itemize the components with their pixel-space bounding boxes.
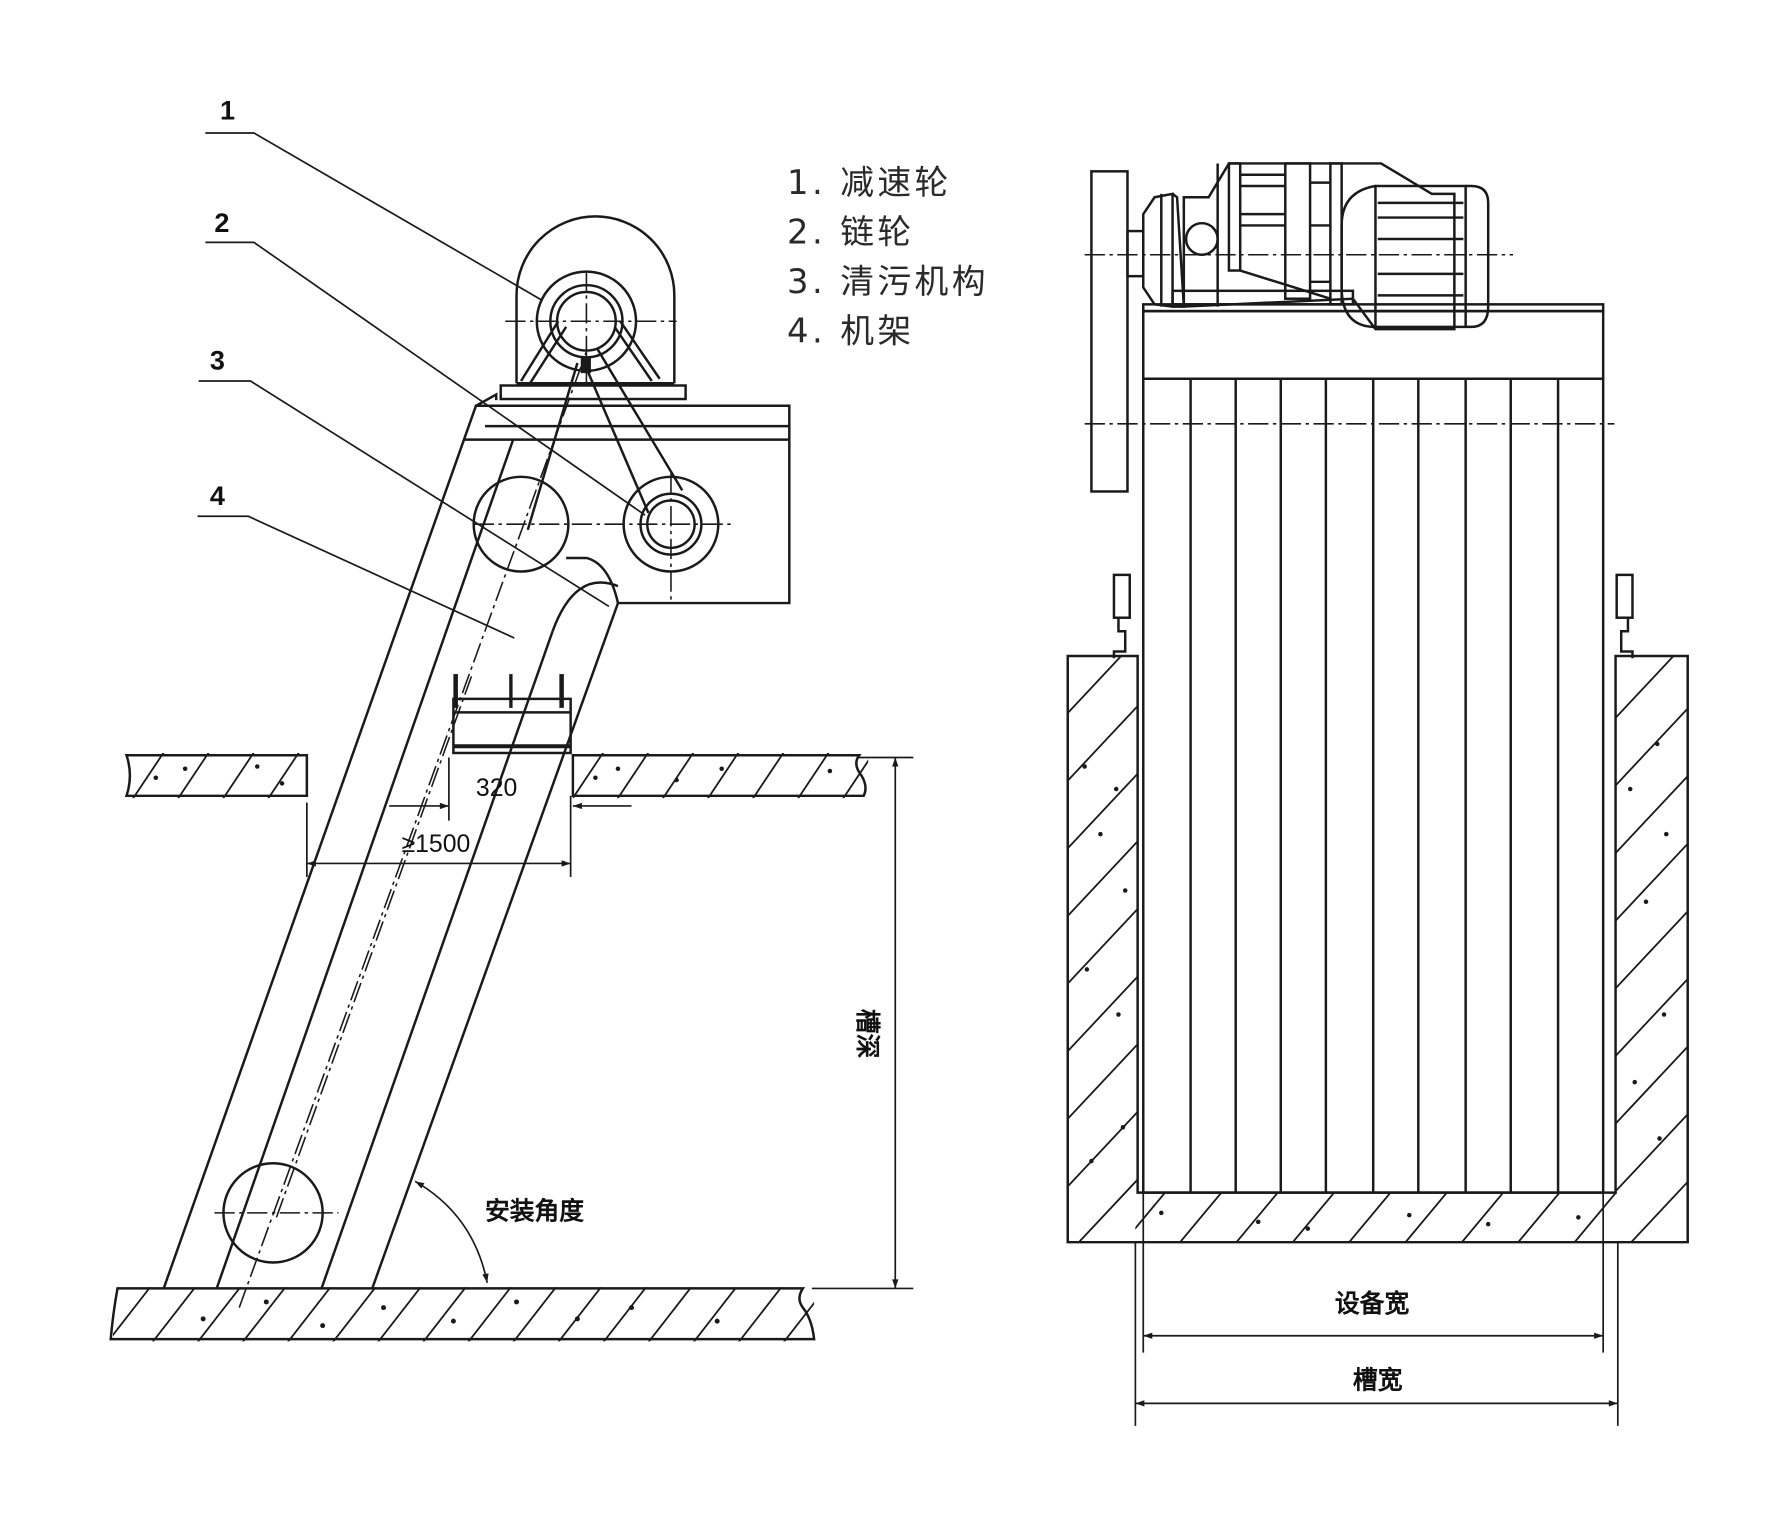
- callout-2: 2: [214, 208, 229, 238]
- legend-item-1: 1. 减速轮: [787, 163, 952, 202]
- install-angle-label: 安装角度: [485, 1197, 584, 1226]
- dimension-1500: [306, 795, 572, 877]
- dimension-320-label: 320: [476, 775, 517, 802]
- legend-item-4: 4. 机架: [787, 312, 915, 351]
- dimension-channel-width: [1134, 1242, 1619, 1426]
- left-bracket: [1112, 573, 1131, 659]
- lower-sprocket: [222, 1162, 324, 1264]
- legend-item-3: 3. 清污机构: [787, 262, 989, 301]
- right-floor-slab: [571, 752, 869, 799]
- reducer: [499, 215, 687, 531]
- callout-4: 4: [210, 481, 225, 511]
- sprocket: [622, 475, 720, 573]
- upper-idler-wheel: [472, 475, 570, 573]
- callout-1: 1: [220, 95, 235, 125]
- legend-item-2: 2. 链轮: [787, 212, 915, 251]
- dimension-320: [389, 757, 632, 821]
- dimension-1500-label: ≥1500: [402, 831, 471, 858]
- left-floor-slab: [124, 752, 309, 799]
- dimension-channel-depth: [811, 756, 914, 1290]
- channel-width-label: 槽宽: [1353, 1366, 1403, 1395]
- front-view: 设备宽 槽宽: [1066, 162, 1689, 1426]
- equipment-width-label: 设备宽: [1335, 1289, 1410, 1318]
- ground-slab: [109, 1287, 816, 1342]
- dimension-equipment-width: [1142, 1192, 1605, 1353]
- legend: 1. 减速轮 2. 链轮 3. 清污机构 4. 机架: [787, 163, 989, 351]
- install-angle-arc: [414, 1180, 489, 1283]
- channel-depth-label: 槽深: [853, 1009, 882, 1059]
- screen-body: [1084, 303, 1615, 1194]
- side-view: 1 2 3 4 320 ≥1500 槽深 安装角度: [109, 95, 914, 1342]
- channel-walls: [1066, 654, 1689, 1244]
- right-bracket: [1615, 573, 1634, 659]
- callout-3: 3: [210, 346, 225, 376]
- frame: [162, 351, 791, 1308]
- rake-mechanism: [452, 674, 572, 755]
- callout-leaders: [197, 132, 646, 639]
- drive-motor: [1084, 162, 1513, 493]
